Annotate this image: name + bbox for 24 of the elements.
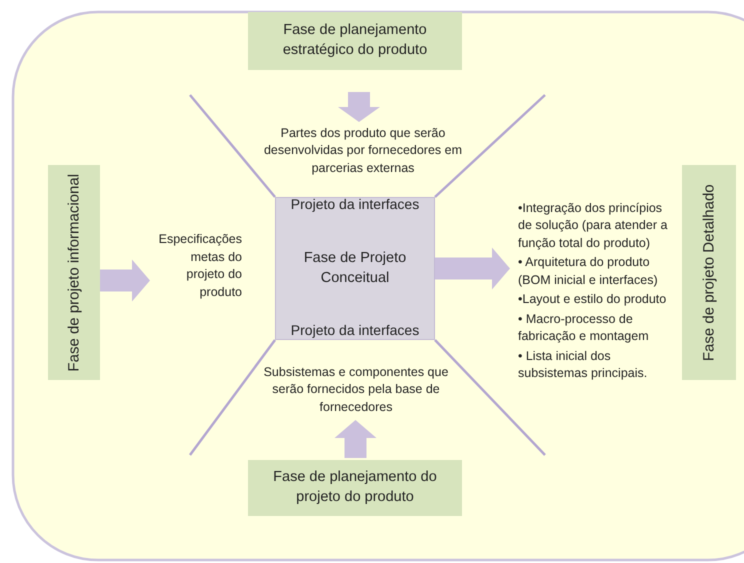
concept-title: Fase de Projeto Conceitual [302,248,408,288]
bullet-item: • Lista inicial dos subsistemas principais. [518,348,648,382]
phase-label: Fase de planejamento do projeto do produto [272,468,438,507]
block-arrow [334,420,376,458]
description-text: Subsistemas e componentes que serão fornecidos pela base de fornecedores [262,364,450,416]
block-arrow [435,248,510,290]
phase-label: Fase de projeto Detalhado [699,183,718,363]
bullet-item: •Integração dos princípios de solução (para atender a função total do produto) [518,200,668,252]
description-text: Especificações metas do projeto do produto [158,231,242,301]
phase-box [48,165,100,380]
interface-label: Projeto da interfaces [290,195,420,214]
block-arrow [100,260,150,302]
phase-label: Fase de planejamento estratégico do produto [282,21,428,60]
description-text: Partes dos produto que serão desenvolvidas por fornecedores em parcerias externas [262,124,464,177]
phase-label: Fase de projeto informacional [64,172,84,372]
phase-box [248,12,462,70]
interface-label: Projeto da interfaces [290,321,420,340]
phase-box [248,460,462,516]
bullet-item: • Arquitetura do produto (BOM inicial e interfaces) [518,254,659,289]
concept-box [275,197,435,340]
bullet-item: •Layout e estilo do produto [518,291,666,308]
bullet-item: • Macro-processo de fabricação e montagem [518,310,650,345]
block-arrow [338,92,380,122]
phase-box [682,165,736,380]
